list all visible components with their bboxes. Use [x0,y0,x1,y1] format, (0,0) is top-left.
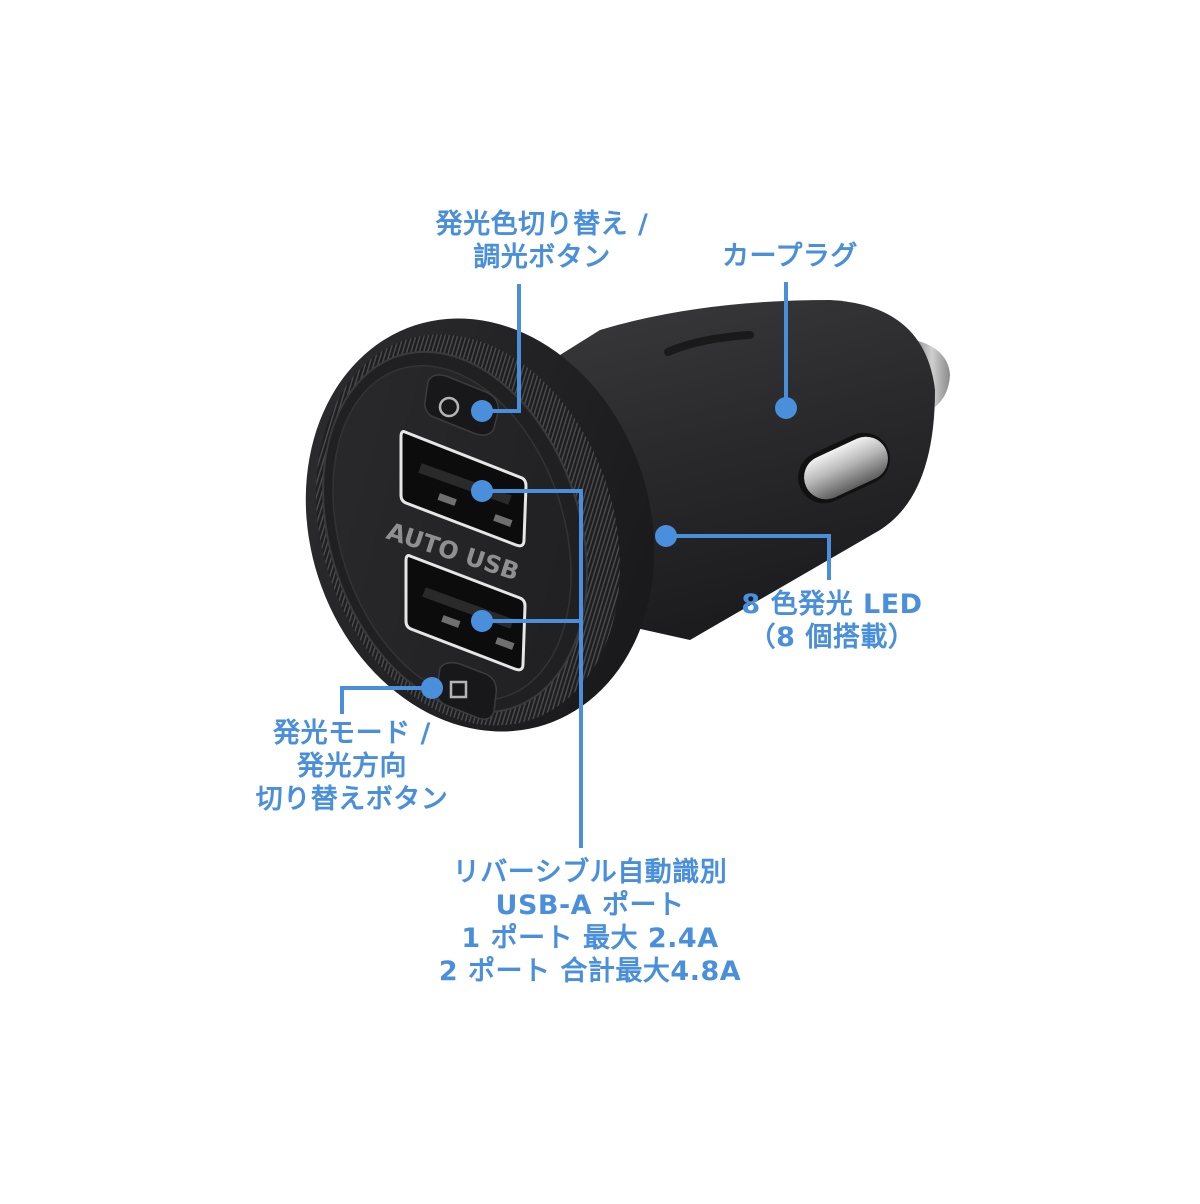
label-line: リバーシブル自動識別 [452,857,728,888]
label-line: 調光ボタン [473,242,611,273]
callout-dots [421,397,797,699]
label-line: （8 個搭載） [748,622,916,653]
label-line: 8 色発光 LED [741,589,923,620]
label-line: 発光方向 [297,751,407,782]
body-seam [664,331,754,356]
label-color-dimmer-button: 発光色切り替え / 調光ボタン [392,208,692,274]
side-contact [798,432,890,504]
label-usb-ports: リバーシブル自動識別 USB-A ポート 1 ポート 最大 2.4A 2 ポート… [400,856,780,988]
label-line: 切り替えボタン [255,784,449,815]
label-line: 2 ポート 合計最大4.8A [438,956,742,987]
callout-lines [340,282,831,848]
usb-port-1 [399,430,528,548]
callout-dot-mode-button [421,677,443,699]
square-symbol-icon [449,680,468,699]
callout-dot-led [655,525,677,547]
callout-dot-color-button [471,400,493,422]
callout-dot-usb-port-1 [471,480,493,502]
label-line: USB-A ポート [495,890,685,921]
callout-dot-usb-port-2 [471,610,493,632]
label-car-plug: カープラグ [700,240,880,273]
mode-button-shape [436,661,498,720]
label-line: カープラグ [722,241,858,272]
label-led: 8 色発光 LED （8 個搭載） [722,588,942,654]
circle-symbol-icon [438,396,460,418]
label-mode-direction-button: 発光モード / 発光方向 切り替えボタン [232,717,472,816]
label-line: 発光色切り替え / [435,209,649,240]
label-line: 1 ポート 最大 2.4A [461,923,719,954]
label-line: 発光モード / [273,718,431,749]
usb-port-2 [404,554,527,672]
callout-dot-car-plug [775,397,797,419]
